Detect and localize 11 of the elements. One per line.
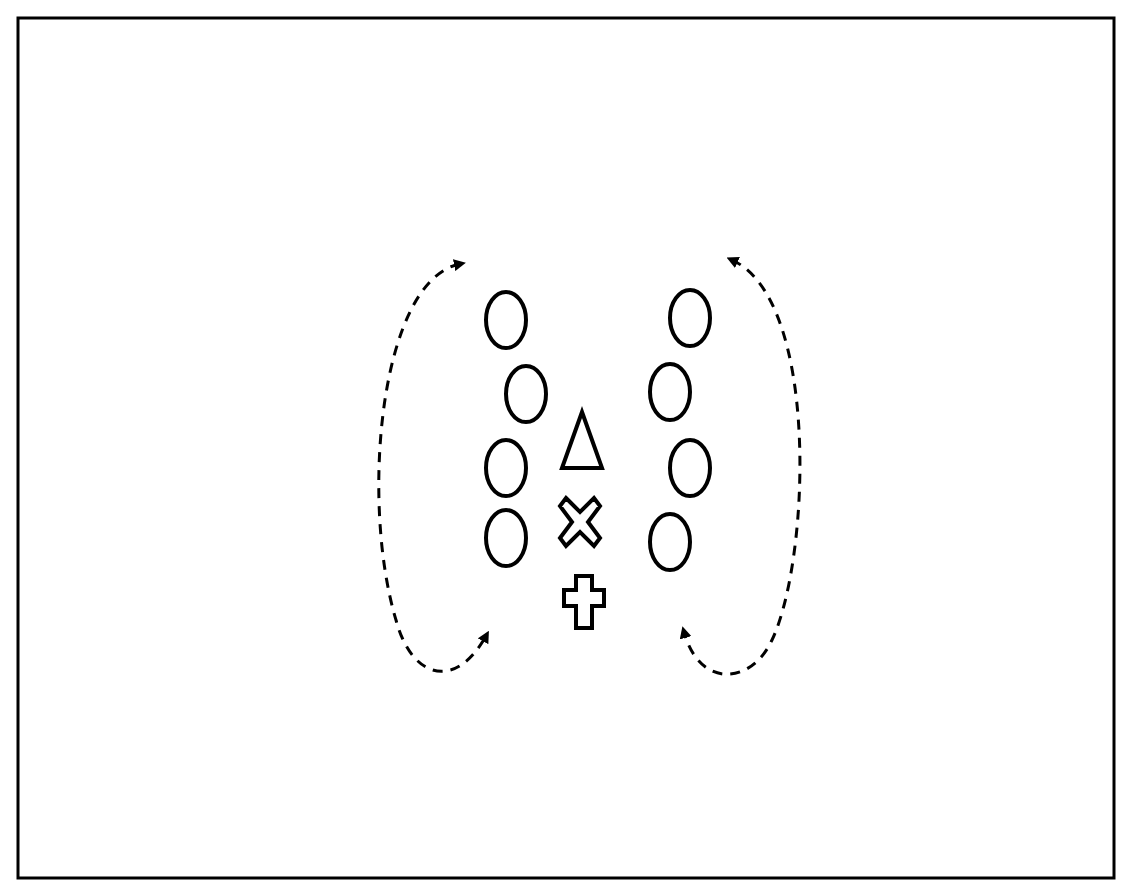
triangle-shape (560, 410, 604, 470)
oval-shape (668, 438, 712, 498)
oval-shape (484, 438, 528, 498)
oval-shape (484, 290, 528, 350)
x-mark (558, 496, 602, 548)
oval-shape (648, 512, 692, 572)
oval-shape (668, 288, 712, 348)
oval-shape (484, 508, 528, 568)
oval-shape (504, 364, 548, 424)
plus-mark (562, 572, 606, 632)
oval-shape (648, 362, 692, 422)
